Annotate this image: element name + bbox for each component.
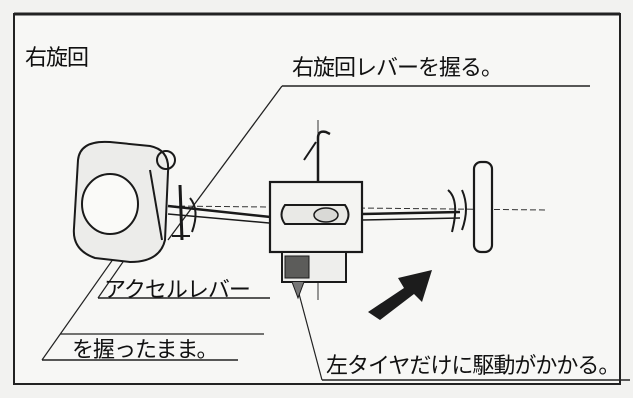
right-handle-grip xyxy=(447,160,494,254)
turn-direction-arrow xyxy=(368,270,432,320)
central-gearbox xyxy=(268,180,364,300)
label-drive-left-tire: 左タイヤだけに駆動がかかる。 xyxy=(326,354,620,379)
label-accel-lever-hold: を握ったまま。 xyxy=(72,338,218,363)
label-accel-lever: アクセルレバー xyxy=(104,278,251,303)
left-handle-grip xyxy=(72,140,197,264)
leader-line-grip xyxy=(167,85,283,241)
steering-lever-post xyxy=(316,130,331,182)
label-grip-right-lever: 右旋回レバーを握る。 xyxy=(292,56,503,81)
diagram-title: 右旋回 xyxy=(25,46,89,71)
